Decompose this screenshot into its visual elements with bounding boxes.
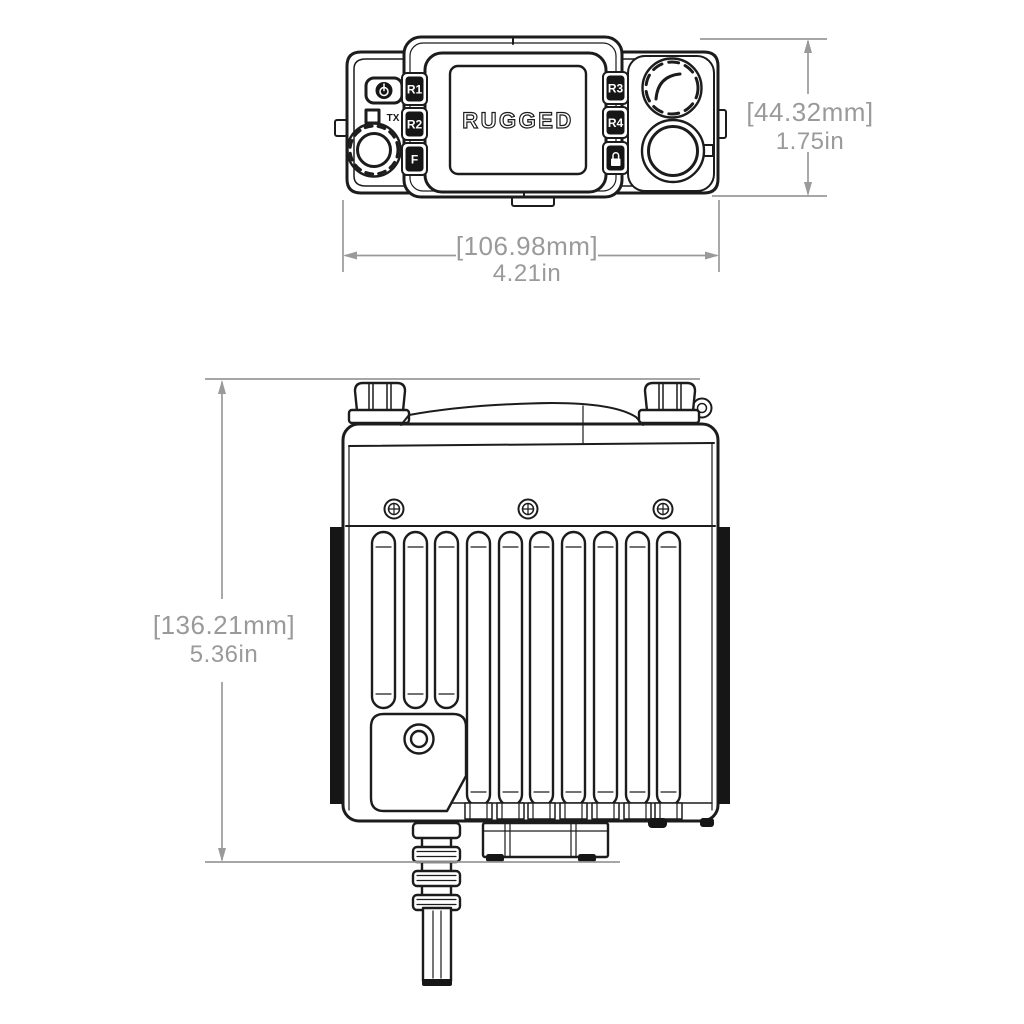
button-r4-label: R4 <box>608 116 624 130</box>
front-width-metric: [106.98mm] <box>456 231 598 261</box>
arrow-left-icon <box>343 251 357 260</box>
panel-hole-outer <box>403 723 435 755</box>
power-icon <box>375 82 393 99</box>
tx-indicator-led <box>364 108 381 125</box>
lock-icon <box>611 152 621 166</box>
button-f: F <box>401 142 428 176</box>
display <box>448 64 588 176</box>
connector-foot <box>578 854 596 862</box>
button-r3: R3 <box>602 71 629 105</box>
tooth <box>496 802 525 820</box>
bottom-nub <box>648 818 667 828</box>
top-height-imperial: 5.36in <box>190 641 258 668</box>
tooth <box>527 802 556 820</box>
front-height-imperial: 1.75in <box>776 128 844 155</box>
vent-slot <box>592 530 619 808</box>
arrow-down-icon <box>804 182 812 196</box>
right-top-knob <box>637 381 701 425</box>
left-top-knob <box>347 381 411 425</box>
tx-label: TX <box>387 113 400 124</box>
top-lip-curve <box>400 402 644 426</box>
left-side-tab <box>334 119 348 137</box>
brand-logo: RUGGED <box>462 108 574 133</box>
vent-slot-detail-lines <box>375 546 677 793</box>
tooth <box>623 802 652 820</box>
bottom-nub <box>700 818 714 827</box>
bottom-teeth <box>464 802 683 820</box>
left-fin <box>330 527 342 804</box>
vent-slot <box>655 530 682 808</box>
button-lock <box>602 141 629 175</box>
front-height-metric: [44.32mm] <box>746 97 873 127</box>
vent-slot <box>560 530 587 808</box>
top-view <box>330 381 730 986</box>
button-r2: R2 <box>401 107 428 141</box>
top-height-metric: [136.21mm] <box>153 610 295 640</box>
button-f-label: F <box>411 153 418 167</box>
knob-ribs <box>368 383 392 411</box>
channel-knob <box>641 57 703 119</box>
arrow-down-icon <box>218 848 226 862</box>
button-r2-label: R2 <box>407 118 423 132</box>
vent-slot <box>370 530 397 710</box>
button-r4: R4 <box>602 106 629 139</box>
button-r1-label: R1 <box>407 83 423 97</box>
cable-tip <box>422 979 452 986</box>
vent-slot <box>402 530 429 710</box>
top-height-dimension: [136.21mm] 5.36in <box>153 378 700 863</box>
teeth-inner-lines <box>469 802 678 820</box>
cable-strain-relief <box>411 821 462 912</box>
screw <box>517 498 539 520</box>
arrow-right-icon <box>705 251 719 260</box>
vent-slot <box>497 530 524 808</box>
screw <box>652 498 674 520</box>
access-panel <box>369 712 468 813</box>
strain-relief-lines <box>416 850 457 906</box>
vent-slot <box>465 530 492 808</box>
front-height-dimension: [44.32mm] 1.75in <box>700 38 873 197</box>
tooth <box>591 802 620 820</box>
front-edge-line <box>348 442 715 447</box>
tooth <box>559 802 588 820</box>
tooth <box>464 802 493 820</box>
tooth <box>654 802 683 820</box>
vent-slots <box>370 530 682 808</box>
vent-slot <box>528 530 555 808</box>
cable-hook-ring-inner <box>696 402 708 414</box>
front-width-dimension: [106.98mm] 4.21in <box>342 200 720 287</box>
power-cable <box>421 906 453 986</box>
vent-slot <box>624 530 651 808</box>
arrow-up-icon <box>218 380 226 394</box>
screw <box>383 498 405 520</box>
vent-slot <box>433 530 460 710</box>
connector-foot <box>486 854 504 862</box>
button-r1: R1 <box>401 72 428 106</box>
volume-knob <box>346 122 402 178</box>
front-view: RUGGED TX R1 R2 F <box>334 35 727 207</box>
left-wing-inner-line <box>353 58 415 187</box>
ptt-knob <box>640 118 706 184</box>
panel-hole-inner <box>409 729 429 749</box>
button-r3-label: R3 <box>608 82 624 96</box>
connector-block <box>481 821 610 862</box>
rotate-arrow-icon <box>654 72 682 101</box>
arrow-up-icon <box>804 39 812 53</box>
right-fin <box>718 527 730 804</box>
knob-ribs <box>658 383 682 411</box>
front-width-imperial: 4.21in <box>493 260 561 287</box>
